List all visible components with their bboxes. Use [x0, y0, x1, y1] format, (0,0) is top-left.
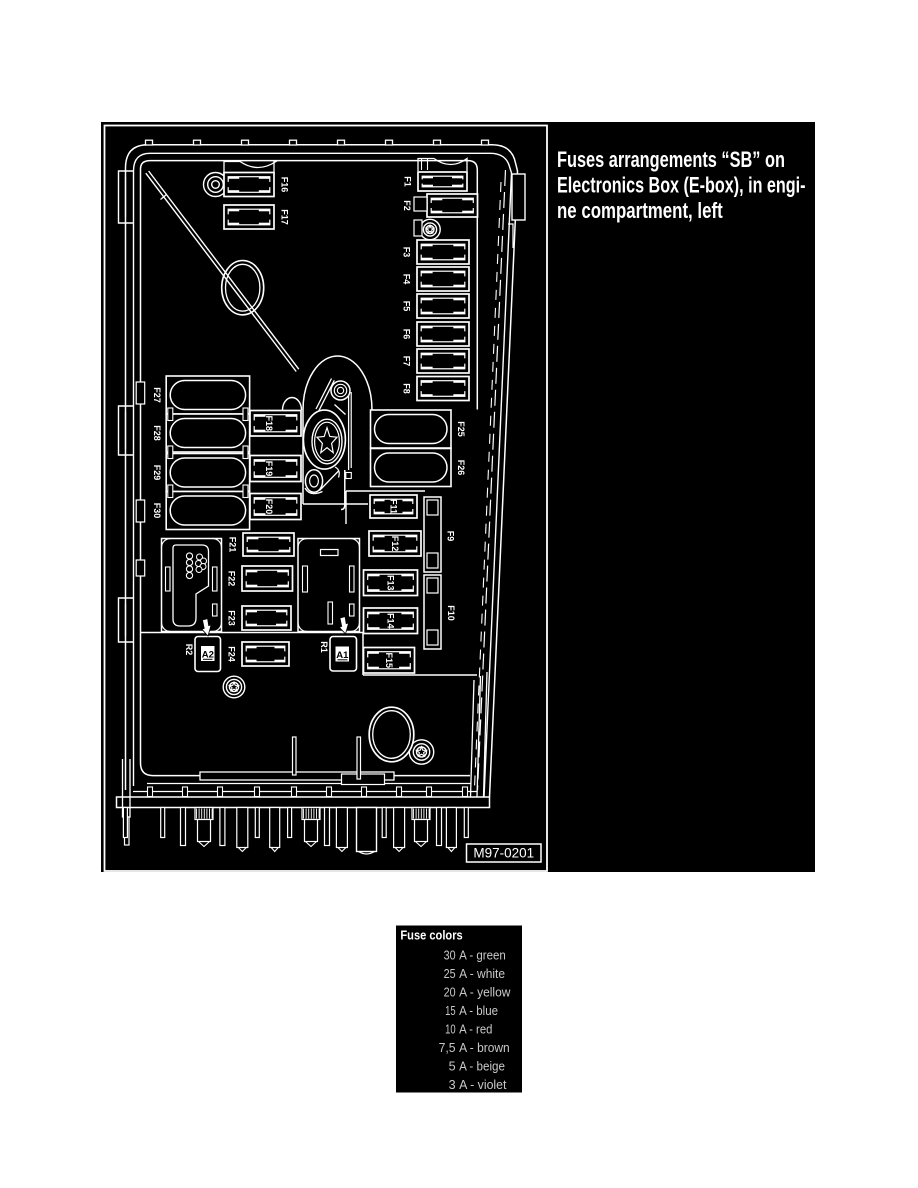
svg-text:A1: A1 [336, 650, 349, 661]
svg-text:F7: F7 [402, 356, 412, 367]
svg-text:F5: F5 [402, 301, 412, 312]
svg-text:Fuse colors: Fuse colors [400, 928, 462, 943]
svg-text:R1: R1 [319, 641, 329, 653]
svg-text:A - green: A - green [459, 947, 506, 962]
svg-text:F6: F6 [402, 329, 412, 340]
svg-text:F4: F4 [402, 274, 412, 285]
svg-text:Fuses arrangements “SB” on: Fuses arrangements “SB” on [557, 147, 785, 172]
svg-text:30: 30 [444, 947, 456, 962]
svg-text:F14: F14 [386, 613, 396, 629]
svg-text:5: 5 [449, 1058, 456, 1073]
svg-text:F26: F26 [456, 460, 466, 476]
svg-text:A - blue: A - blue [459, 1003, 498, 1018]
svg-text:F17: F17 [280, 209, 290, 225]
svg-text:A - violet: A - violet [459, 1077, 507, 1092]
svg-text:F28: F28 [152, 425, 162, 441]
svg-text:F9: F9 [446, 531, 456, 542]
svg-text:F1: F1 [403, 176, 413, 187]
svg-text:F25: F25 [456, 421, 466, 437]
svg-text:A - brown: A - brown [459, 1040, 510, 1055]
svg-text:A - yellow: A - yellow [459, 984, 511, 999]
svg-text:A - white: A - white [459, 966, 505, 981]
svg-text:F3: F3 [402, 247, 412, 258]
svg-text:M97-0201: M97-0201 [473, 846, 534, 861]
svg-text:F29: F29 [152, 465, 162, 481]
svg-text:F18: F18 [264, 415, 274, 431]
svg-text:F13: F13 [386, 575, 396, 591]
svg-text:F12: F12 [390, 536, 400, 552]
svg-text:F20: F20 [264, 499, 274, 515]
svg-text:F23: F23 [227, 610, 237, 626]
svg-text:F11: F11 [389, 499, 399, 514]
svg-text:R2: R2 [184, 644, 194, 656]
svg-text:F27: F27 [152, 387, 162, 403]
svg-text:F8: F8 [402, 383, 412, 394]
svg-text:F10: F10 [446, 605, 456, 621]
svg-text:Electronics Box (E-box), in en: Electronics Box (E-box), in engi- [557, 172, 806, 197]
svg-text:10: 10 [445, 1021, 456, 1036]
svg-text:15: 15 [445, 1003, 456, 1018]
svg-text:20: 20 [444, 984, 456, 999]
svg-text:3: 3 [449, 1077, 456, 1092]
svg-text:25: 25 [444, 966, 456, 981]
svg-text:F15: F15 [384, 652, 394, 668]
svg-text:A - red: A - red [459, 1021, 492, 1036]
svg-text:F24: F24 [227, 646, 237, 662]
svg-text:A2: A2 [202, 649, 214, 660]
svg-text:F30: F30 [152, 503, 162, 519]
svg-text:A - beige: A - beige [459, 1058, 505, 1073]
svg-text:F19: F19 [264, 461, 274, 477]
svg-text:F16: F16 [280, 177, 290, 193]
svg-text:F2: F2 [402, 200, 412, 211]
svg-text:F22: F22 [227, 571, 237, 587]
svg-text:F21: F21 [228, 537, 238, 553]
svg-text:7,5: 7,5 [439, 1040, 456, 1055]
svg-text:ne compartment, left: ne compartment, left [557, 198, 723, 223]
